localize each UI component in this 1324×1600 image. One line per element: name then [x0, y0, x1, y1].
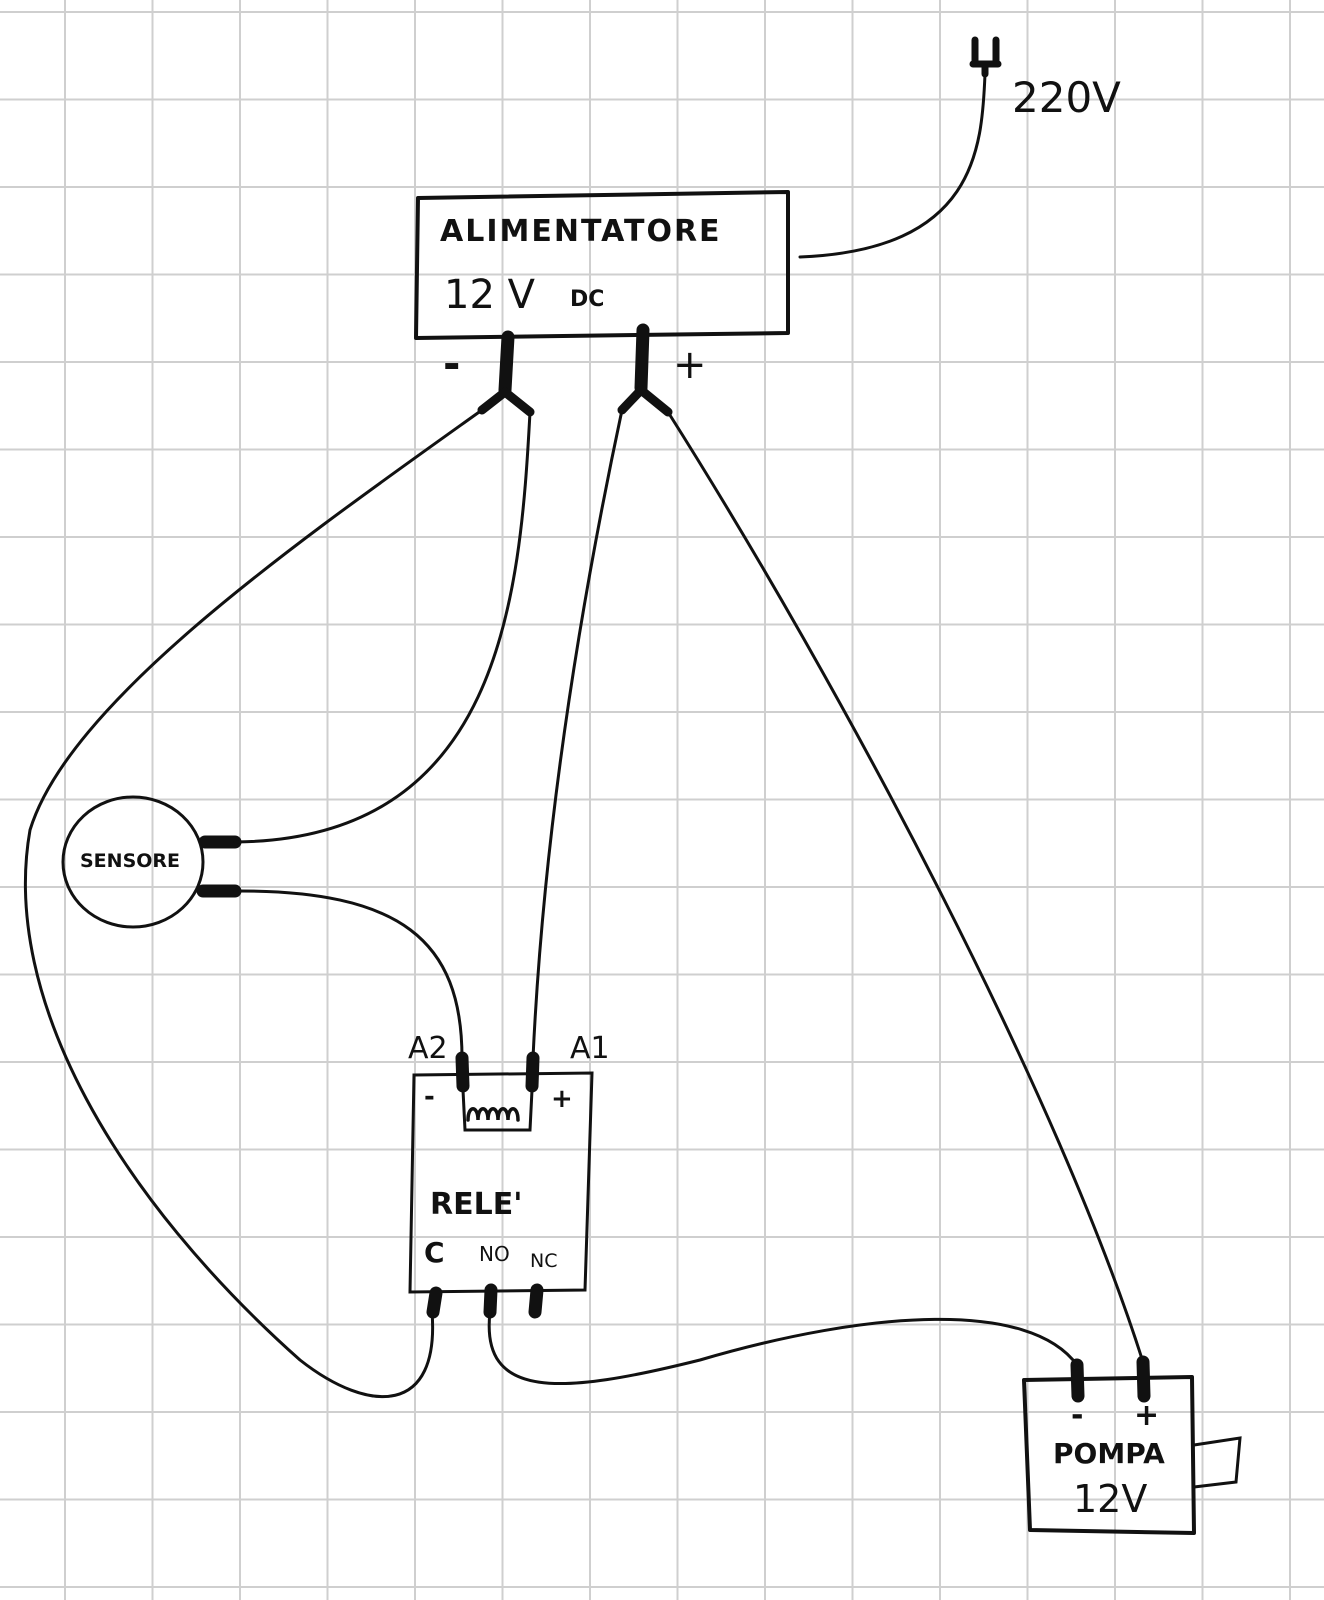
- power-supply-name: ALIMENTATORE: [440, 214, 722, 249]
- relay-coil-neg-terminal-label: A2: [408, 1031, 448, 1066]
- relay-nc-label: NC: [530, 1250, 557, 1272]
- pump-positive-label: +: [1134, 1398, 1159, 1433]
- relay-common-label: C: [424, 1236, 445, 1269]
- relay-coil-icon: [461, 1088, 534, 1132]
- pump: - + POMPA 12V: [1022, 1355, 1242, 1535]
- relay-no-label: NO: [479, 1242, 510, 1266]
- wire-psu-neg-to-sensor: [233, 410, 532, 844]
- wire-psu-pos-to-pump-pos: [666, 410, 1145, 1364]
- pump-negative-lead: [1070, 1358, 1085, 1403]
- relay-coil-pos-terminal-label: A1: [570, 1031, 610, 1066]
- sensor-name: SENSORE: [80, 850, 180, 872]
- power-supply-negative-label: -: [443, 339, 460, 388]
- pump-name: POMPA: [1053, 1437, 1165, 1470]
- relay-coil-pos-sign: +: [551, 1084, 573, 1114]
- power-supply-voltage: 12 V: [444, 272, 536, 318]
- pump-voltage: 12V: [1073, 1477, 1147, 1521]
- sensor: SENSORE: [61, 795, 242, 929]
- wire-relay-no-to-pump-neg: [487, 1310, 1079, 1386]
- wire-psu-neg-to-relay-common: [23, 408, 484, 1399]
- power-supply-positive-label: +: [673, 342, 707, 388]
- relay-terminal-a2: [455, 1051, 470, 1093]
- mains-voltage-label: 220V: [1012, 73, 1121, 122]
- relay: [408, 1051, 594, 1319]
- relay-terminal-a1: [525, 1051, 540, 1093]
- relay-terminal-nc: [528, 1283, 544, 1319]
- wire-psu-pos-to-relay-a1: [531, 408, 624, 1060]
- relay-name: RELE': [430, 1187, 522, 1222]
- wire-sensor-to-relay-a2: [233, 889, 464, 1060]
- relay-terminal-c: [426, 1286, 443, 1319]
- pump-negative-label: -: [1071, 1398, 1083, 1433]
- relay-terminal-no: [483, 1283, 498, 1319]
- power-supply-positive-terminal: [617, 323, 673, 417]
- mains-plug: [798, 36, 1002, 259]
- pump-positive-lead: [1136, 1355, 1151, 1403]
- power-supply-negative-terminal: [477, 330, 535, 417]
- relay-coil-neg-sign: -: [424, 1082, 435, 1112]
- power-supply: ALIMENTATORE 12 V DC: [414, 190, 790, 340]
- power-supply-unit: DC: [570, 287, 604, 312]
